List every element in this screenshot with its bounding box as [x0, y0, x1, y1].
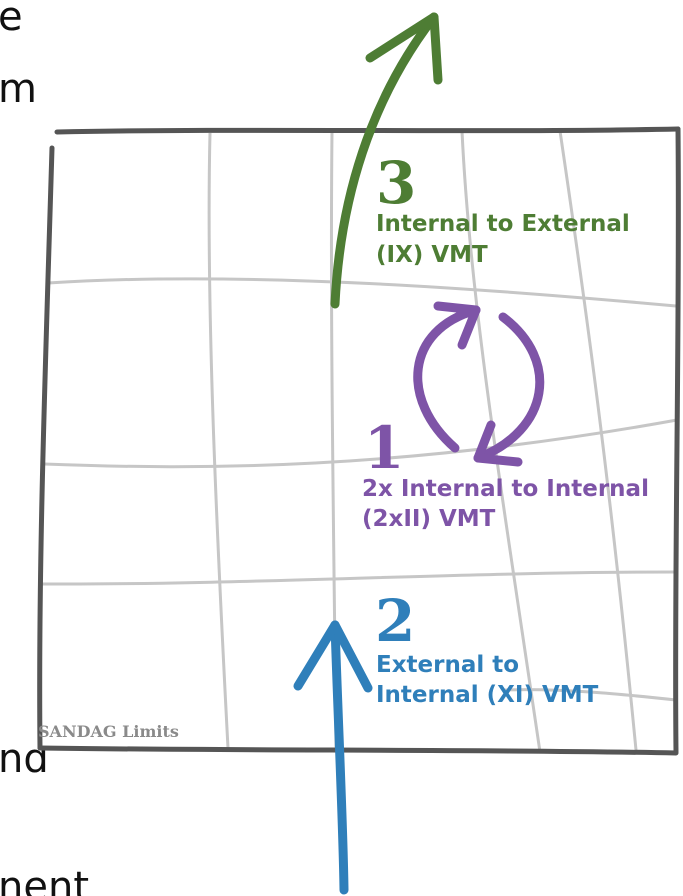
ix-arrow: [330, 12, 443, 309]
xi-flow-label-line2: Internal (XI) VMT: [376, 682, 599, 708]
ii-arrow-left: [413, 305, 481, 453]
xi-arrow: [293, 620, 373, 895]
xi-flow-number: 2: [375, 587, 415, 655]
xi-flow-label-line1: External to: [376, 652, 519, 678]
sandag-limits-caption: SANDAG Limits: [38, 722, 179, 741]
frame-left: [37, 145, 55, 751]
xi-arrow-shaft: [330, 620, 349, 895]
ix-arrow-shaft: [330, 12, 439, 309]
ix-flow-label-line2: (IX) VMT: [376, 242, 488, 268]
grid-line-horizontal: [504, 688, 677, 702]
background-text-fragment: e: [0, 0, 23, 40]
ii-arrow-right: [473, 312, 545, 463]
background-text-fragment: nent: [0, 864, 89, 896]
grid-line-vertical: [460, 130, 542, 753]
grid-line-horizontal: [47, 277, 677, 308]
grid-line-vertical: [207, 132, 230, 749]
frame-bottom: [37, 745, 679, 756]
ii-flow-number: 1: [364, 414, 404, 482]
grid-line-horizontal: [41, 570, 678, 586]
frame-right: [673, 126, 681, 755]
map-grid: [41, 130, 678, 753]
ix-arrow-head: [365, 12, 443, 85]
ii-cycle-arrows: [413, 301, 545, 467]
ii-flow-label-line2: (2xII) VMT: [362, 506, 496, 532]
grid-line-horizontal: [43, 418, 678, 469]
xi-arrow-head: [293, 620, 373, 693]
background-text-fragment: m: [0, 66, 37, 112]
ii-arrow-left-head: [433, 301, 481, 350]
ii-flow-label-line1: 2x Internal to Internal: [362, 476, 649, 502]
ix-flow-label-line1: Internal to External: [376, 211, 630, 237]
ii-arrow-right-head: [473, 420, 523, 467]
ix-flow-number: 3: [376, 149, 416, 217]
grid-line-vertical: [558, 130, 638, 751]
